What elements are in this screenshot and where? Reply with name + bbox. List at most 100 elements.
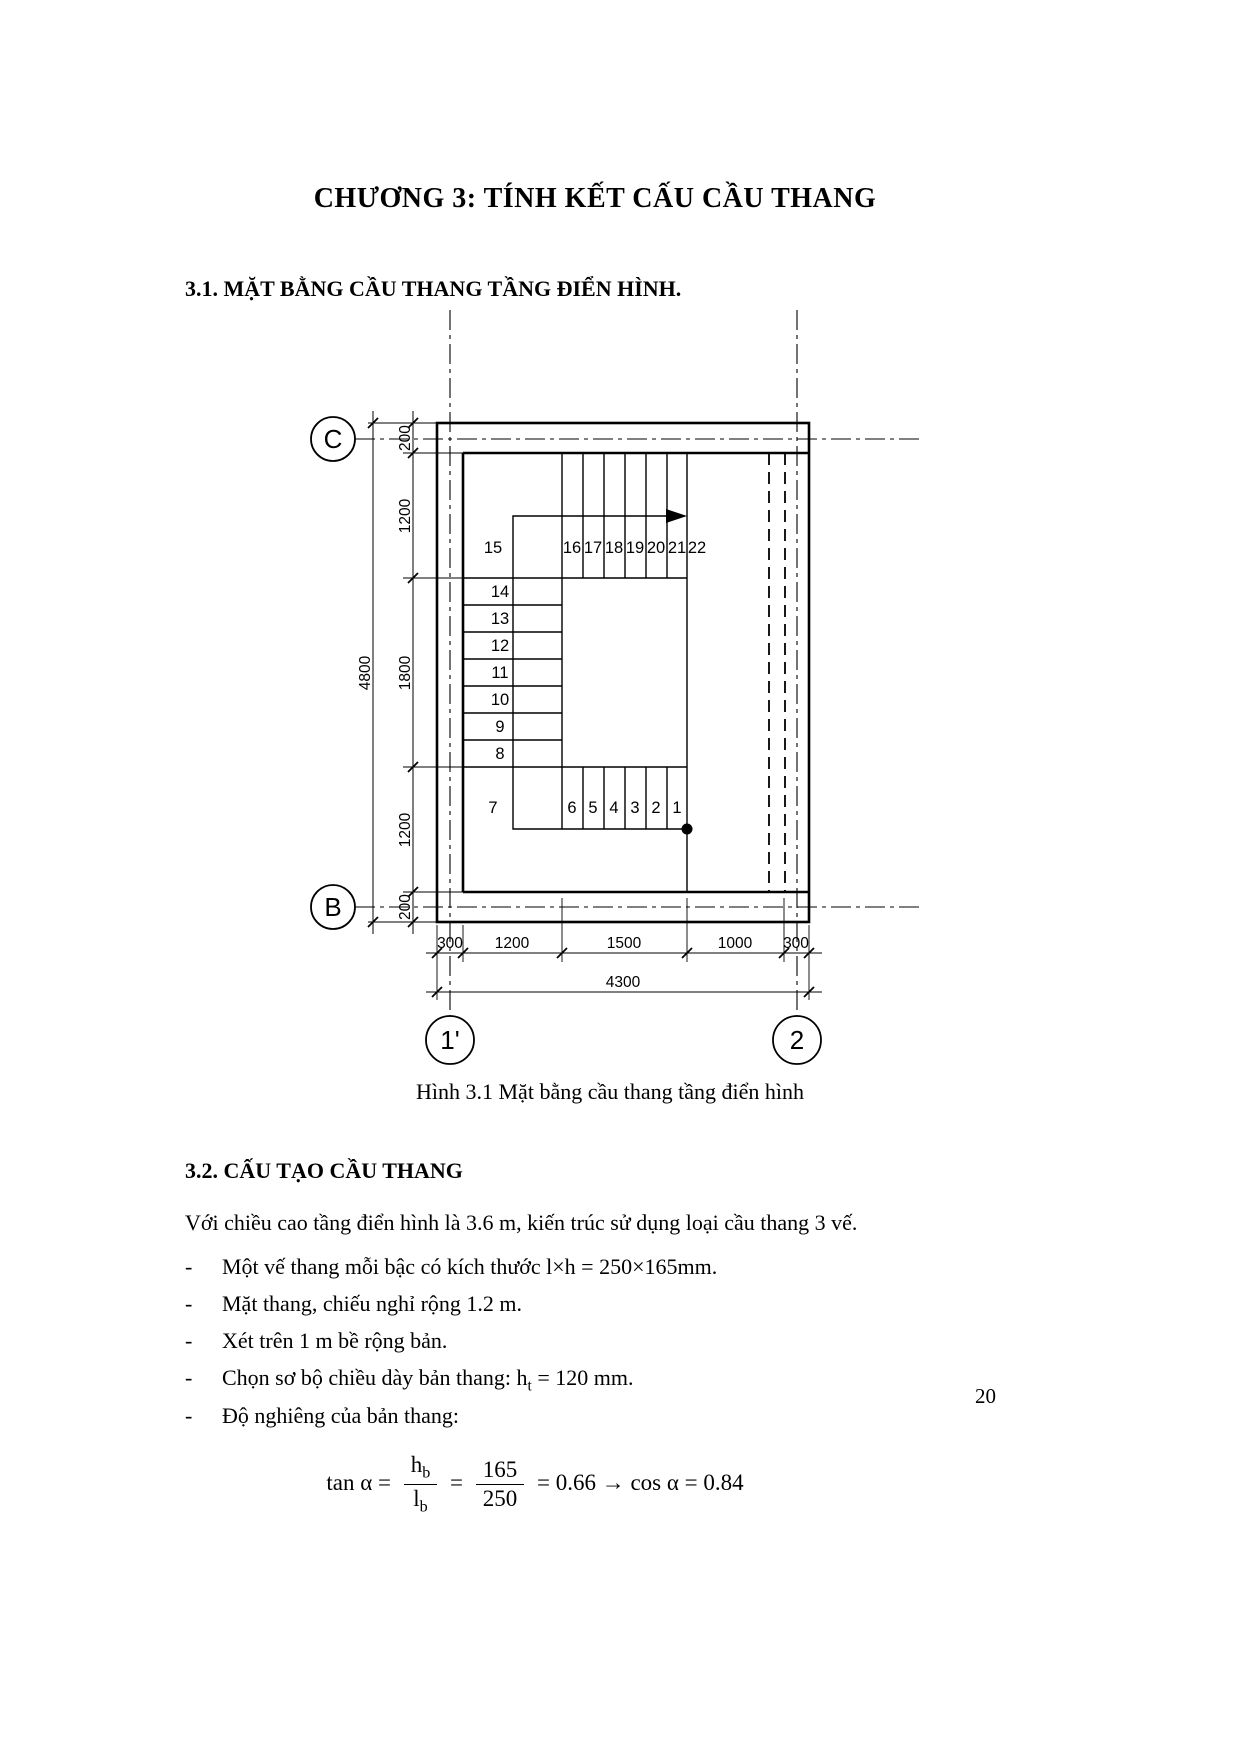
dimension-label: 1000	[718, 935, 753, 952]
grid-bubble-1prime-label: 1'	[440, 1025, 459, 1055]
dim-tick	[803, 986, 815, 998]
walking-line	[512, 509, 693, 835]
bullet-item: - Mặt thang, chiếu nghỉ rộng 1.2 m.	[185, 1291, 1115, 1317]
bullet-dash: -	[185, 1365, 193, 1390]
stair-number-label: 19	[626, 539, 644, 557]
stair-number-label: 11	[491, 664, 508, 682]
stair-number-label: 15	[484, 539, 502, 557]
page-number: 20	[975, 1384, 996, 1408]
bullet-dash: -	[185, 1254, 193, 1279]
grid-bubble-C	[310, 416, 356, 462]
dimension-label: 300	[437, 935, 463, 952]
bottom-dimension-chain: 300 1200 1500 1000 300 4300	[426, 898, 822, 1000]
stair-number-label: 10	[491, 691, 509, 709]
stair-number-label: 17	[584, 539, 602, 557]
formula-equals: =	[450, 1469, 463, 1495]
dim-tick	[457, 947, 469, 959]
dim-tick	[407, 916, 419, 928]
stair-number-label: 16	[563, 539, 581, 557]
bullet-item: - Chọn sơ bộ chiều dày bản thang: ht = 12…	[185, 1365, 1115, 1395]
grid-bubble-2-label: 2	[790, 1025, 804, 1055]
incline-formula: tan α = hb lb = 165 250 = 0.66 → cos α =…	[205, 1452, 865, 1517]
dim-tick	[556, 947, 568, 959]
formula-fraction-values: 165 250	[475, 1457, 525, 1513]
bullet-text: Một vế thang mỗi bậc có kích thước l×h =…	[222, 1254, 718, 1279]
subscript-b: b	[422, 1464, 431, 1482]
stair-number-label: 1	[672, 799, 681, 817]
bullet-text: Độ nghiêng của bản thang:	[222, 1403, 460, 1428]
outer-wall	[435, 421, 811, 924]
dimension-label: 200	[397, 425, 414, 451]
stair-number-label: 21	[668, 539, 686, 557]
grid-lines	[355, 310, 920, 1016]
bullet-item: - Độ nghiêng của bản thang:	[185, 1403, 1115, 1429]
dimension-total-label: 4300	[606, 974, 641, 991]
stair-number-label: 9	[495, 718, 504, 736]
dimension-total-label: 4800	[357, 655, 374, 690]
bullet-dash: -	[185, 1403, 193, 1428]
grid-bubble-1prime	[425, 1015, 475, 1065]
stair-number-label: 8	[495, 745, 504, 763]
stair-number-label: 3	[630, 799, 639, 817]
dim-tick	[407, 886, 419, 898]
walls	[435, 421, 811, 924]
dim-tick	[778, 947, 790, 959]
step-numbers: 1 2 3 4 5 6 7 8 9 10 11 12 13 14 15 16 1…	[484, 539, 706, 817]
dim-tick	[407, 761, 419, 773]
section-3-2-heading: 3.2. CẤU TẠO CẦU THANG	[185, 1158, 463, 1183]
dim-tick	[407, 447, 419, 459]
stair-number-label: 6	[567, 799, 576, 817]
bullet-text: Chọn sơ bộ chiều dày bản thang: ht = 120…	[222, 1365, 634, 1395]
stair-number-label: 13	[491, 610, 509, 628]
dimension-label: 1200	[397, 812, 414, 847]
stair-number-label: 4	[609, 799, 618, 817]
dimension-label: 200	[397, 894, 414, 920]
dim-tick	[431, 986, 443, 998]
grid-bubble-B-label: B	[324, 892, 341, 922]
dimension-label: 300	[783, 935, 809, 952]
formula-lhs: tan α =	[326, 1469, 391, 1495]
walking-start-dot	[681, 823, 693, 835]
formula-fraction-symbols: hb lb	[403, 1452, 438, 1517]
dimension-label: 1200	[495, 935, 530, 952]
dimension-label: 1800	[397, 655, 414, 690]
bullet-dash: -	[185, 1291, 193, 1316]
stair-plan-drawing: C B 1' 2	[310, 310, 920, 1065]
dimension-label: 1500	[607, 935, 642, 952]
grid-bubble-C-label: C	[324, 424, 343, 454]
stair-number-label: 5	[588, 799, 597, 817]
intro-paragraph: Với chiều cao tầng điển hình là 3.6 m, k…	[185, 1210, 858, 1235]
dim-tick	[407, 417, 419, 429]
walking-path	[512, 515, 687, 830]
dim-tick	[367, 916, 379, 928]
stair-number-label: 18	[605, 539, 623, 557]
walking-arrowhead-icon	[666, 509, 687, 523]
dim-tick	[803, 947, 815, 959]
stair-number-label: 2	[651, 799, 660, 817]
section-3-1-heading: 3.1. MẶT BẰNG CẦU THANG TẦNG ĐIỂN HÌNH.	[185, 276, 682, 301]
bullet-text: Xét trên 1 m bề rộng bản.	[222, 1328, 448, 1353]
grid-bubbles: C B 1' 2	[310, 416, 822, 1065]
chapter-title: CHƯƠNG 3: TÍNH KẾT CẤU CẦU THANG	[313, 183, 877, 214]
bullet-dash: -	[185, 1328, 193, 1353]
bullet-text: Mặt thang, chiếu nghỉ rộng 1.2 m.	[222, 1291, 523, 1316]
stair-number-label: 7	[488, 799, 497, 817]
grid-bubble-B	[310, 884, 356, 930]
left-dimension-chain: 200 1200 1800 1200 200 4800	[357, 411, 463, 934]
dim-tick	[407, 572, 419, 584]
bullet-item: - Một vế thang mỗi bậc có kích thước l×h …	[185, 1254, 1115, 1280]
dimension-label: 1200	[397, 498, 414, 533]
dim-tick	[367, 417, 379, 429]
grid-bubble-2	[772, 1015, 822, 1065]
bullet-item: - Xét trên 1 m bề rộng bản.	[185, 1328, 1115, 1354]
stair-number-label: 14	[491, 583, 509, 601]
stair-number-label: 22	[688, 539, 706, 557]
formula-rhs: = 0.66 → cos α = 0.84	[537, 1469, 744, 1495]
dim-tick	[681, 947, 693, 959]
stair-number-label: 20	[647, 539, 665, 557]
stair-number-label: 12	[491, 637, 509, 655]
dim-tick	[431, 947, 443, 959]
subscript-b: b	[419, 1498, 428, 1516]
figure-caption: Hình 3.1 Mặt bằng cầu thang tầng điển hì…	[416, 1079, 804, 1104]
